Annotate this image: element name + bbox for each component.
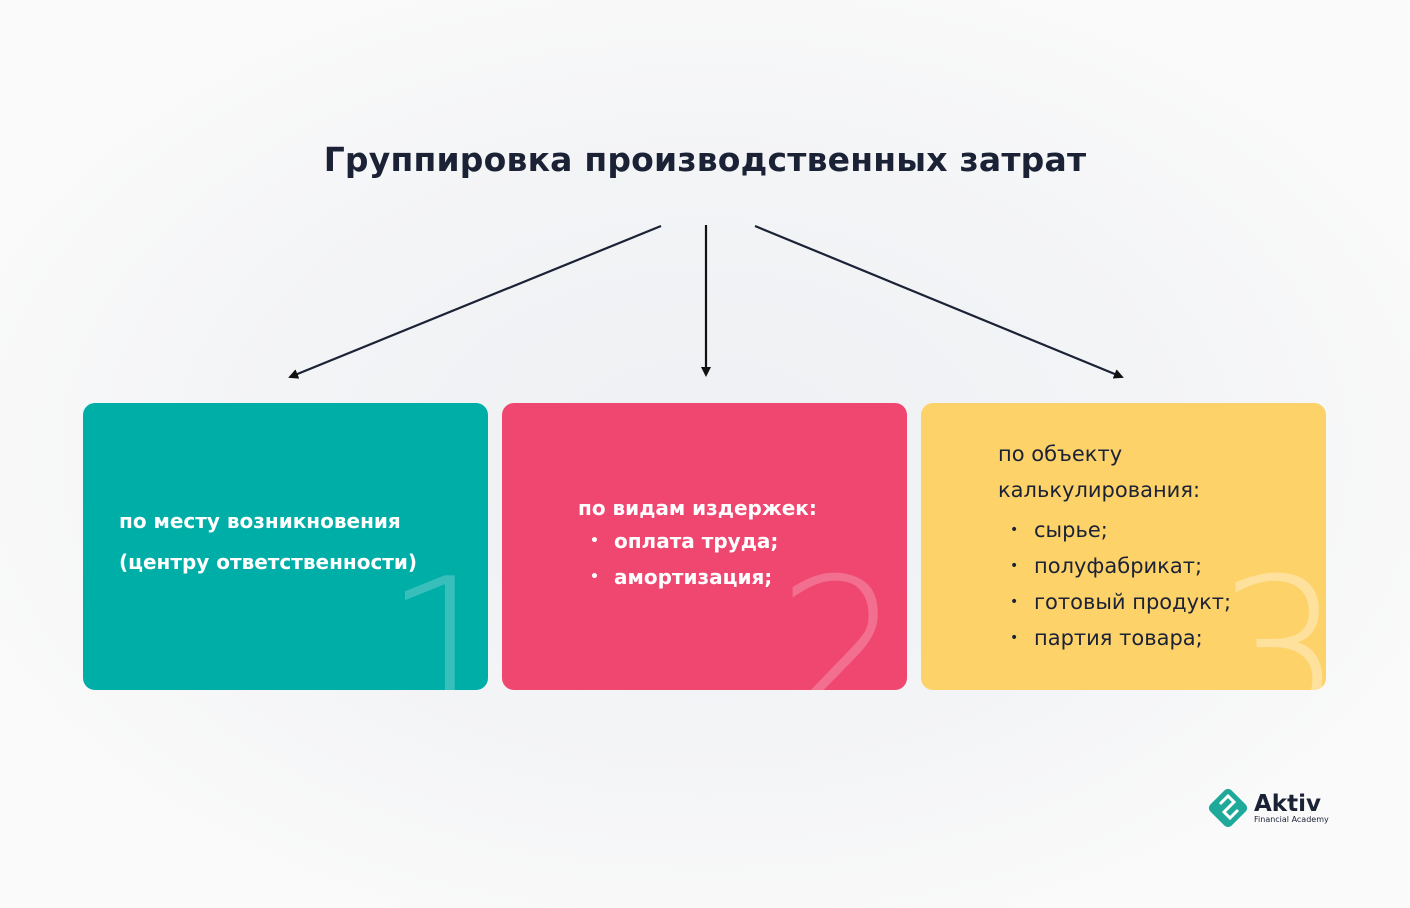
box-heading: по объекту [998,442,1123,466]
list-item: полуфабрикат; [998,548,1231,584]
category-box-location: 1 по месту возникновения (центру ответст… [83,403,488,690]
box-heading: калькулирования: [998,478,1201,502]
list-item: оплата труда; [578,523,817,559]
box-heading: по видам издержек: [578,496,817,520]
box-number: 3 [1216,536,1326,691]
logo-mark-icon [1208,788,1248,828]
list-item: готовый продукт; [998,584,1231,620]
box-number: 1 [383,536,488,691]
box-text-line: по месту возникновения [119,509,401,533]
box-text-line: (центру ответственности) [119,550,418,574]
list-item: амортизация; [578,559,817,595]
category-box-cost-types: 2 по видам издержек: оплата труда; аморт… [502,403,907,690]
category-box-costing-object: 3 по объекту калькулирования: сырье; пол… [921,403,1326,690]
logo-subtitle: Financial Academy [1254,814,1329,824]
aktiv-logo: Aktiv Financial Academy [1206,786,1329,830]
diagram-title: Группировка производственных затрат [323,140,1087,179]
list-item: партия товара; [998,620,1231,656]
list-item: сырье; [998,512,1231,548]
arrow-left [288,224,662,379]
arrow-right [754,224,1124,379]
logo-name: Aktiv [1254,790,1321,817]
